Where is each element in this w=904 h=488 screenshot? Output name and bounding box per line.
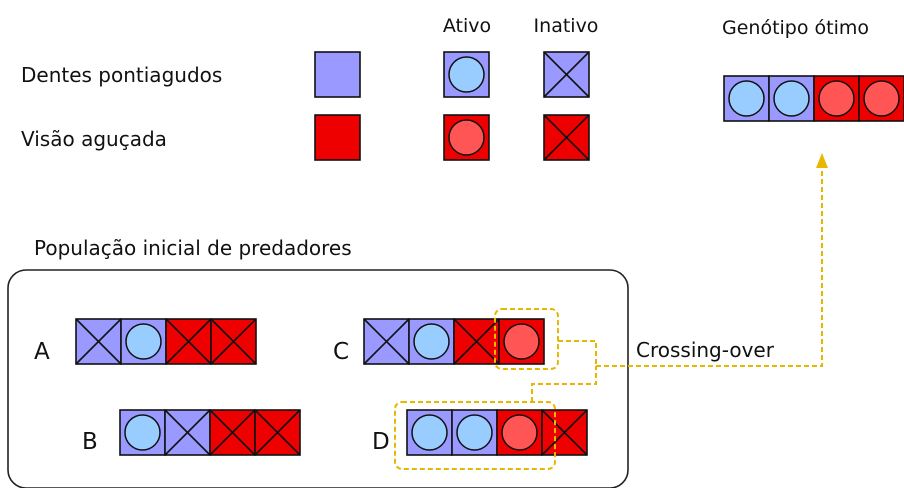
crossover-connector-d (531, 366, 597, 402)
legend-vision-inactive-swatch (543, 114, 590, 161)
chromosome-a (75, 318, 257, 365)
individual-c-gene-4 (498, 318, 545, 365)
crossover-label: Crossing-over (636, 338, 775, 362)
crossover-arrowhead-icon (816, 153, 828, 168)
crossover-connector-c (558, 340, 597, 366)
optimal-gene-1 (723, 75, 770, 122)
legend-teeth-active-swatch (443, 51, 490, 98)
individual-label-c: C (333, 339, 349, 365)
legend-col-active: Ativo (443, 15, 491, 37)
individual-c-gene-2 (408, 318, 455, 365)
legend-col-inactive: Inativo (534, 15, 599, 37)
individual-c-gene-1 (363, 318, 410, 365)
optimal-gene-3 (813, 75, 860, 122)
crossover-highlight-c (494, 308, 559, 370)
legend-vision-active-swatch (443, 114, 490, 161)
legend-teeth-plain (314, 51, 361, 98)
individual-b-gene-3 (209, 409, 256, 456)
crossover-highlight-d (394, 401, 556, 470)
legend-teeth-inactive-swatch (543, 51, 590, 98)
individual-d-gene-1 (406, 409, 453, 456)
optimal-gene-2 (768, 75, 815, 122)
population-box (7, 269, 629, 488)
individual-a-gene-3 (165, 318, 212, 365)
individual-label-a: A (34, 339, 50, 365)
chromosome-b (119, 409, 301, 456)
optimal-title: Genótipo ótimo (722, 17, 869, 39)
individual-label-d: D (372, 429, 390, 455)
chromosome-optimal (723, 75, 904, 122)
legend-teeth-inactive (543, 51, 590, 98)
individual-d-gene-2 (451, 409, 498, 456)
legend-vision-plain (314, 114, 361, 161)
chromosome-c (363, 318, 545, 365)
legend-label-vision: Visão aguçada (21, 127, 167, 151)
chromosome-d (406, 409, 588, 456)
individual-a-gene-1 (75, 318, 122, 365)
individual-label-b: B (82, 429, 98, 455)
individual-b-gene-1 (119, 409, 166, 456)
individual-c-gene-3 (453, 318, 500, 365)
legend-label-teeth: Dentes pontiagudos (21, 63, 222, 87)
legend-teeth-active (443, 51, 490, 98)
legend-vision-plain-swatch (314, 114, 361, 161)
legend-teeth-plain-swatch (314, 51, 361, 98)
population-title: População inicial de predadores (34, 236, 352, 260)
crossover-connector-output (596, 168, 823, 367)
legend-vision-inactive (543, 114, 590, 161)
individual-d-gene-3 (496, 409, 543, 456)
individual-a-gene-2 (120, 318, 167, 365)
individual-a-gene-4 (210, 318, 257, 365)
legend-vision-active (443, 114, 490, 161)
individual-b-gene-2 (164, 409, 211, 456)
individual-d-gene-4 (541, 409, 588, 456)
optimal-gene-4 (858, 75, 904, 122)
individual-b-gene-4 (254, 409, 301, 456)
